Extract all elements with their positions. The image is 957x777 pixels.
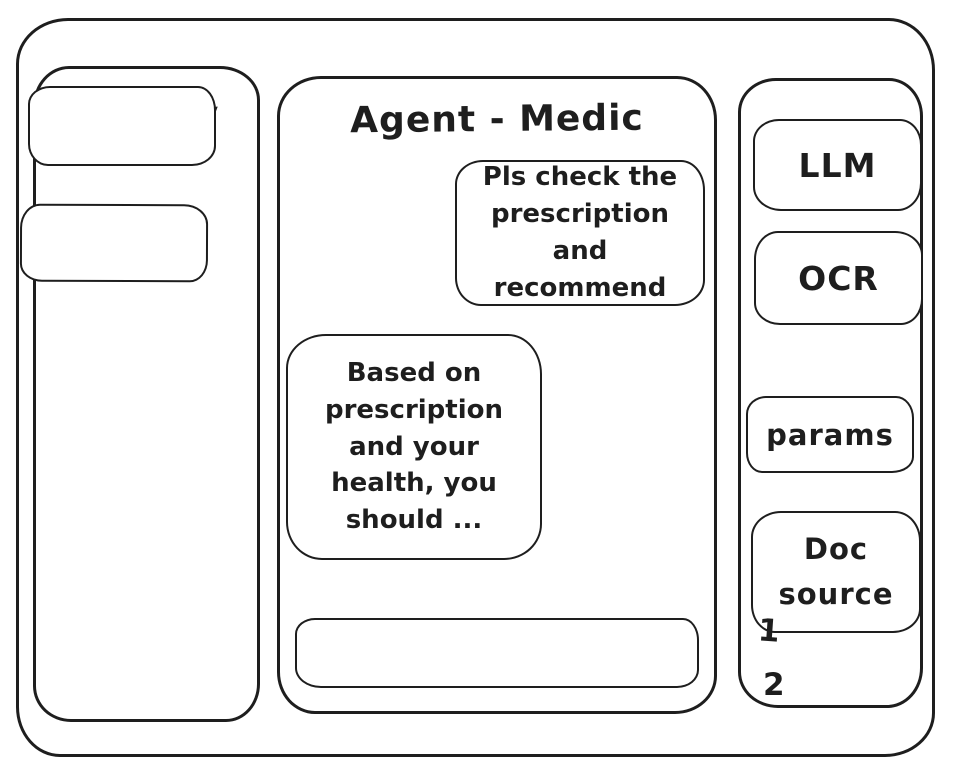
history-panel: History (33, 66, 260, 722)
assistant-message-bubble: Based on prescription and your health, y… (286, 334, 542, 560)
llm-button[interactable]: LLM (753, 119, 922, 211)
doc-source-button[interactable]: Doc source (751, 511, 921, 633)
history-item-1[interactable] (28, 86, 216, 166)
ocr-button[interactable]: OCR (754, 231, 923, 325)
chat-panel-title: Agent - Medic (350, 97, 644, 142)
history-item-2[interactable] (19, 203, 209, 283)
doc-source-item-1[interactable]: 1 (756, 612, 781, 650)
tools-panel: LLM OCR params Doc source 1 2 (738, 78, 923, 708)
params-button[interactable]: params (746, 396, 914, 473)
doc-source-item-2[interactable]: 2 (763, 667, 785, 703)
message-input[interactable] (295, 618, 699, 688)
user-message-bubble: Pls check the prescription and recommend (455, 160, 705, 306)
